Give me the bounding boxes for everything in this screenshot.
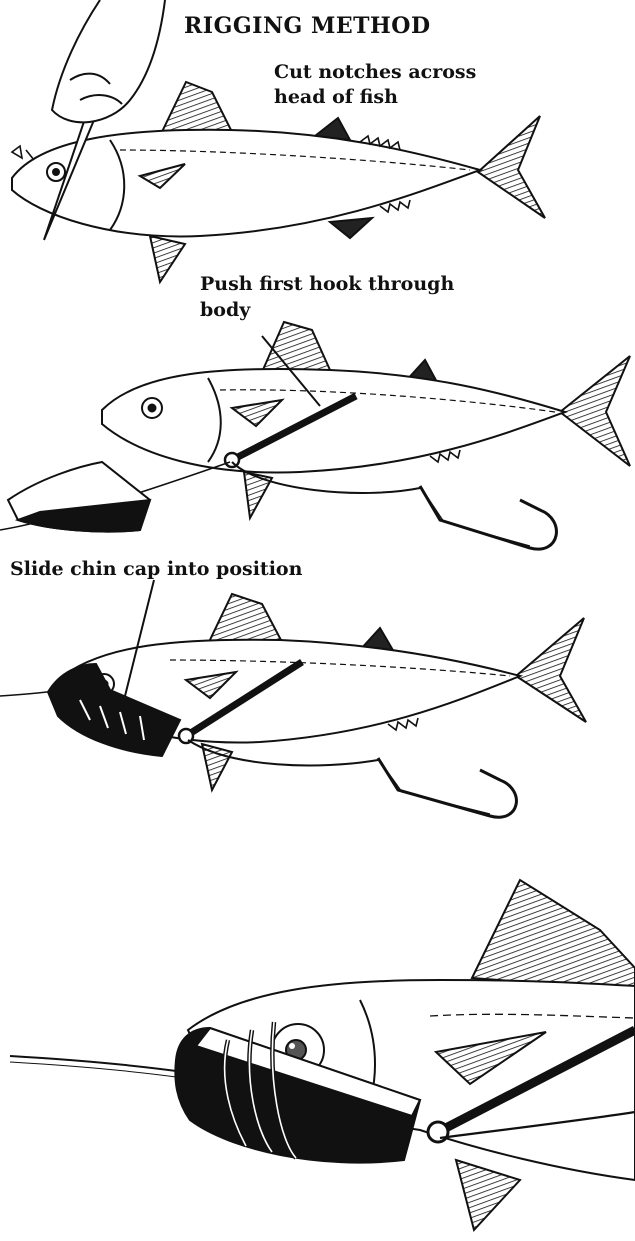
fish-3-tail	[516, 618, 586, 722]
hook-4-eye	[428, 1122, 448, 1142]
fish-2	[102, 322, 630, 518]
fish-3-dorsal-fin	[208, 594, 282, 644]
fish-3-anal-fin	[202, 744, 232, 790]
chin-cap-2	[8, 462, 150, 532]
fish-1-dorsal-fin	[160, 82, 232, 136]
fish-1-anal-fin	[150, 236, 185, 282]
hand	[52, 0, 165, 122]
fish-4-dorsal-fin	[472, 880, 635, 990]
fish-1-tail	[478, 116, 545, 218]
hook-2-eye	[225, 453, 239, 467]
notch-arrow	[12, 146, 34, 160]
fish-2-body	[102, 369, 565, 473]
fish-4-anal-fin	[456, 1160, 520, 1230]
fish-2-anal-fin	[244, 472, 272, 518]
fish-2-tail	[560, 356, 630, 466]
fish-1-lower-fin	[330, 218, 372, 238]
fish-3	[58, 594, 586, 790]
